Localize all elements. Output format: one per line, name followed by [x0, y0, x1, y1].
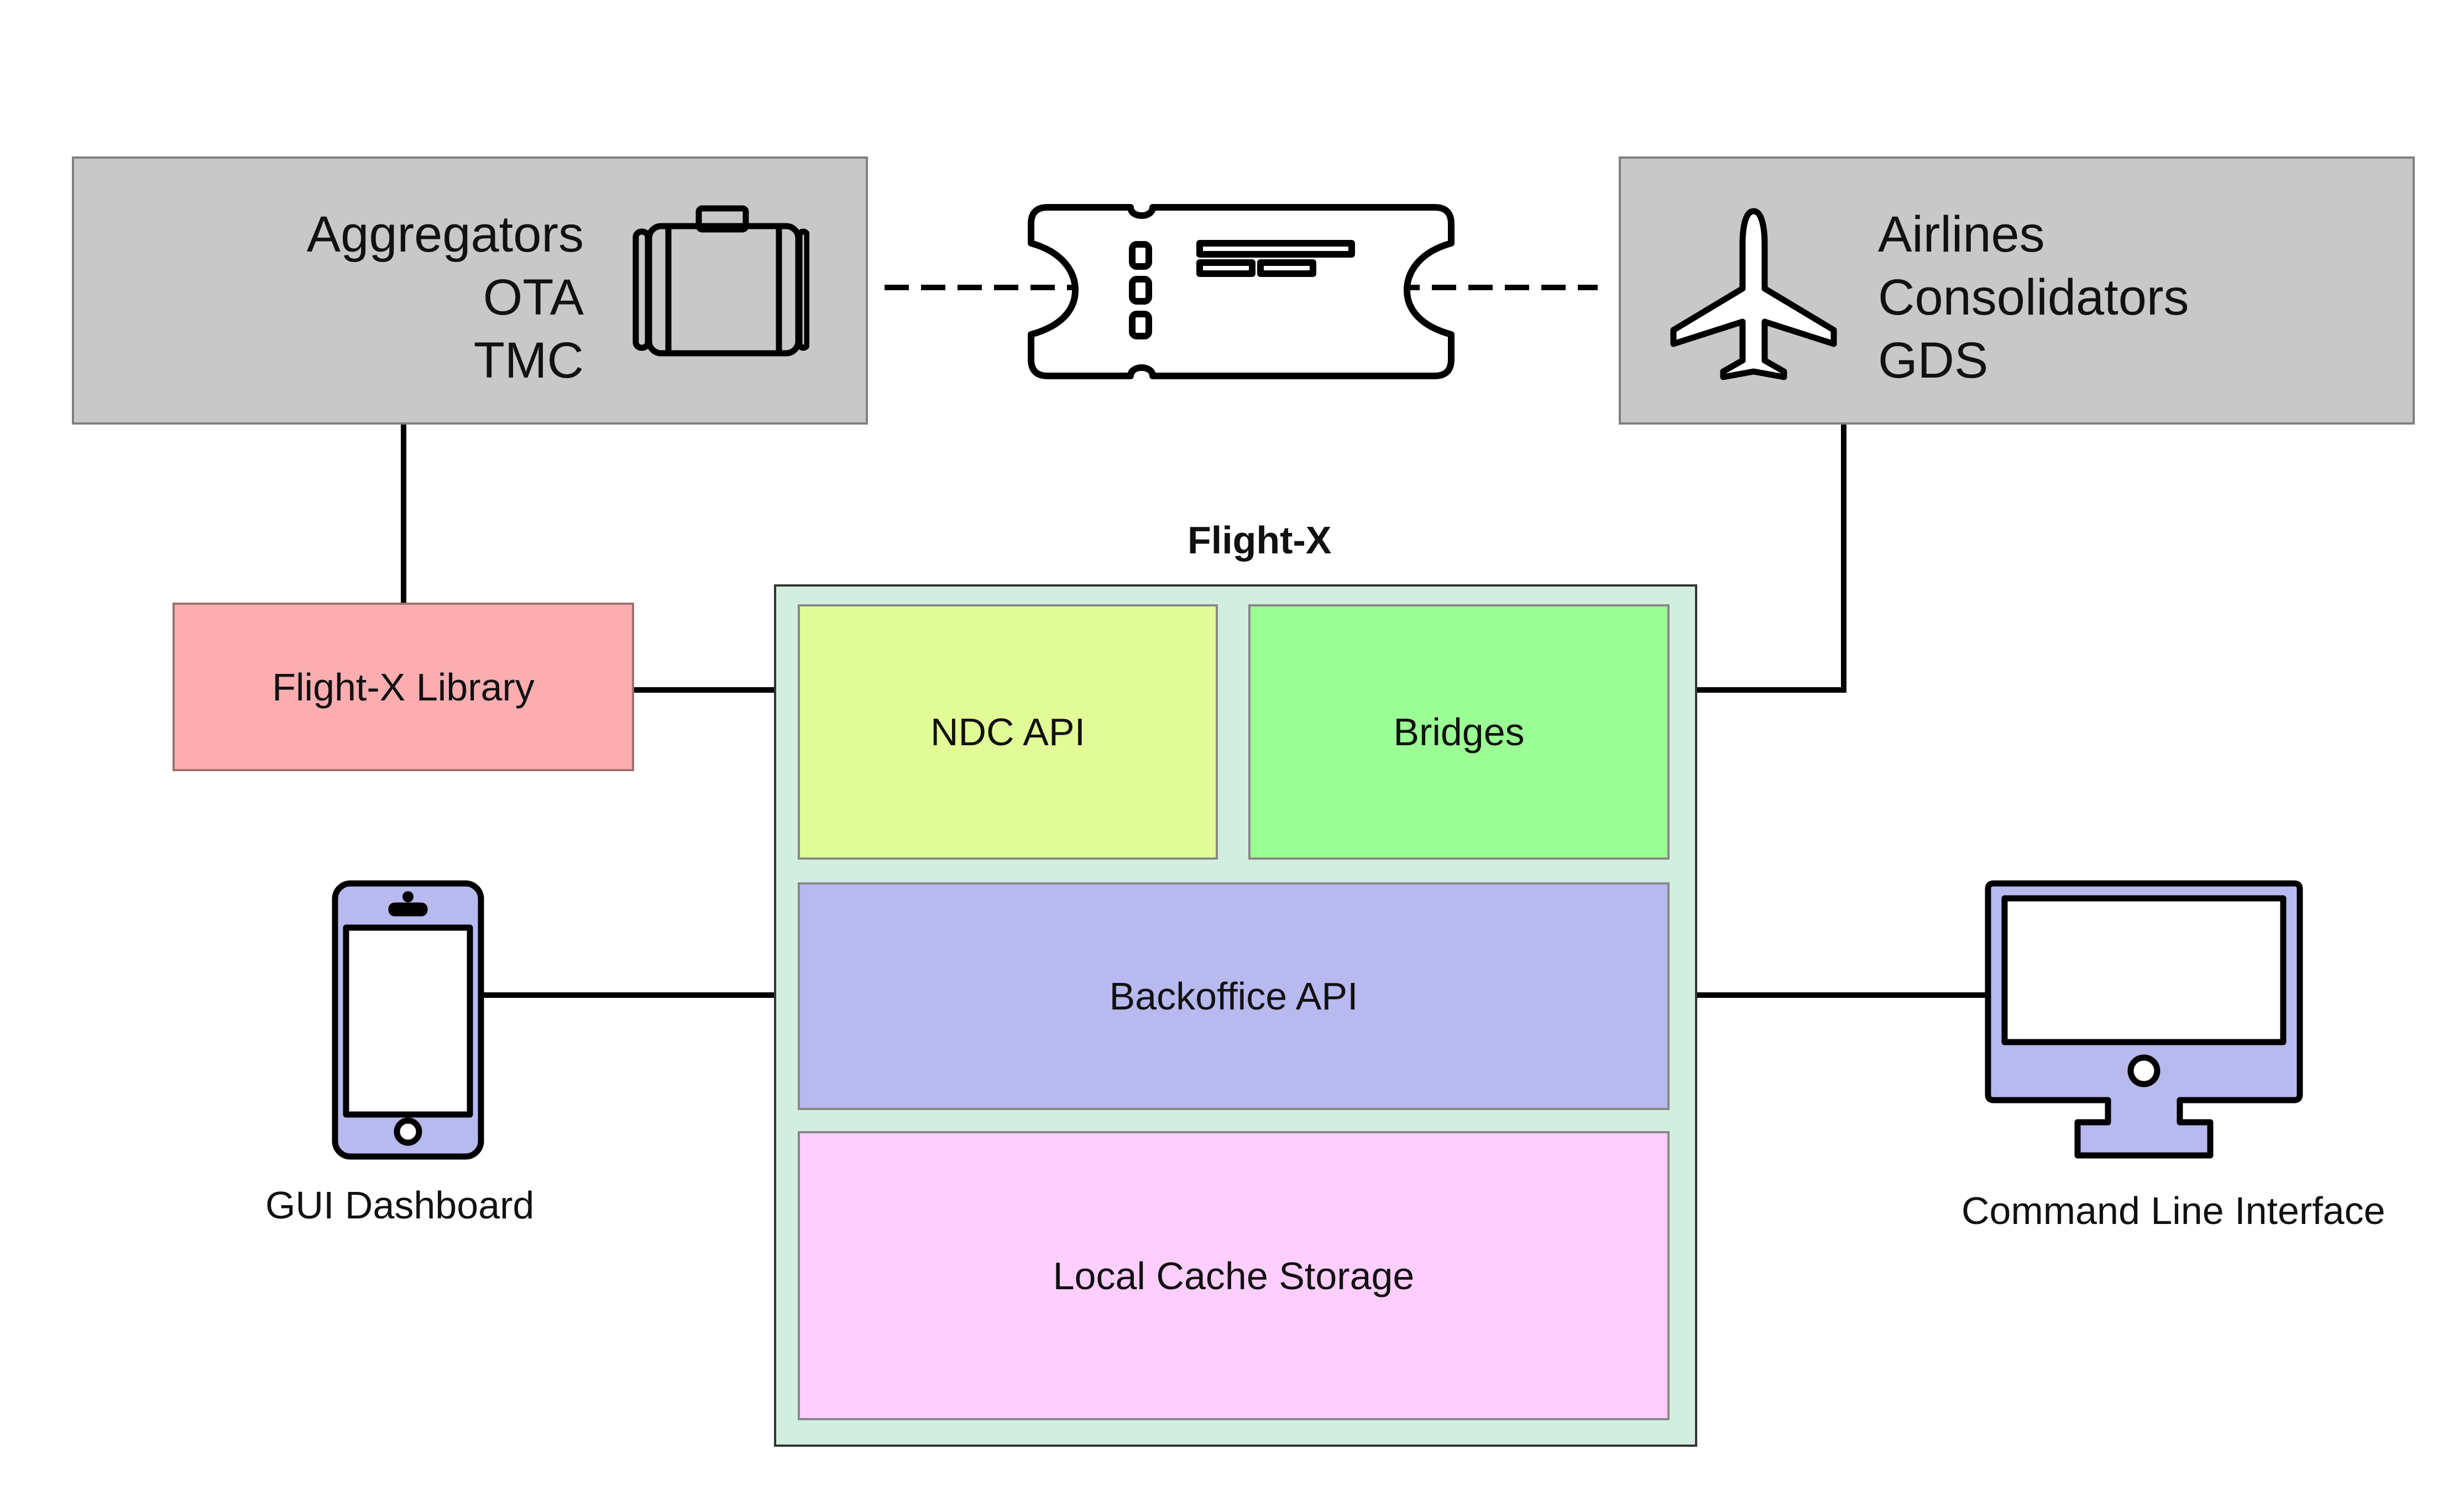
aggregators-box: Aggregators OTA TMC: [72, 156, 868, 425]
tmc-label: TMC: [473, 332, 584, 389]
ticket-icon: [1028, 204, 1455, 379]
monitor-icon: [1985, 880, 2303, 1159]
airplane-icon: [1670, 208, 1837, 380]
bridges-label: Bridges: [1393, 710, 1525, 754]
bridges-box: Bridges: [1248, 604, 1670, 860]
flightx-library-label: Flight-X Library: [272, 665, 535, 709]
ndc-api-label: NDC API: [930, 710, 1086, 754]
smartphone-icon: [332, 880, 484, 1160]
command-line-interface-label: Command Line Interface: [1961, 1189, 2385, 1232]
ota-label: OTA: [483, 269, 584, 326]
airlines-labels: Airlines Consolidators GDS: [1878, 203, 2189, 392]
briefcase-icon: [632, 205, 809, 357]
gds-label: GDS: [1878, 332, 1989, 389]
backoffice-api-box: Backoffice API: [798, 882, 1670, 1110]
backoffice-api-label: Backoffice API: [1109, 975, 1358, 1018]
connector-airlines-bridges: [1667, 422, 1846, 693]
airlines-box: Airlines Consolidators GDS: [1619, 156, 2415, 425]
aggregators-labels: Aggregators OTA TMC: [307, 203, 584, 392]
airlines-label: Airlines: [1878, 206, 2045, 263]
aggregators-label: Aggregators: [306, 206, 584, 263]
gui-dashboard-label: GUI Dashboard: [265, 1184, 535, 1227]
ndc-api-box: NDC API: [798, 604, 1218, 860]
local-cache-label: Local Cache Storage: [1053, 1254, 1415, 1298]
consolidators-label: Consolidators: [1878, 269, 2189, 326]
flightx-library-box: Flight-X Library: [172, 603, 634, 771]
local-cache-box: Local Cache Storage: [798, 1131, 1670, 1420]
flightx-title: Flight-X: [1187, 519, 1332, 562]
